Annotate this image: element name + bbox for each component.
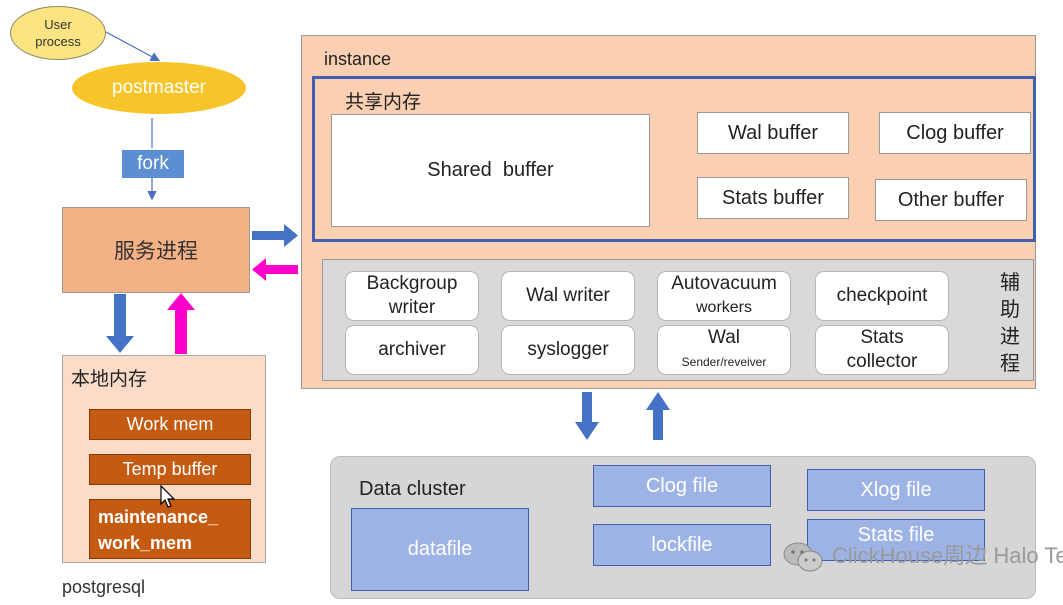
watermark-text: ClickHouse周边 Halo Tech	[832, 543, 1063, 568]
postmaster-label: postmaster	[112, 77, 206, 98]
datafile-box: datafile	[351, 508, 529, 591]
shared-buffer-label: Shared buffer	[427, 159, 554, 181]
clog-file-label: Clog file	[645, 474, 719, 497]
temp-buffer-box: Temp buffer	[89, 454, 251, 485]
stats-collector-label-1: Stats	[860, 327, 904, 348]
user-to-postmaster-arrow	[105, 31, 161, 62]
user-process-label: User process	[35, 17, 81, 49]
maintenance-label-line2: work_mem	[98, 533, 193, 553]
wechat-icon	[783, 542, 823, 572]
autovacuum-label-2: workers	[695, 299, 752, 316]
archiver-label: archiver	[378, 339, 446, 360]
aux-side-char-3: 进	[1000, 326, 1020, 348]
wal-buffer-box: Wal buffer	[697, 112, 849, 154]
wal-writer-box: Wal writer	[501, 271, 635, 321]
maintenance-work-mem-box: maintenance_ work_mem	[89, 499, 251, 559]
instance-to-cluster-arrow	[575, 392, 599, 440]
postgresql-label: postgresql	[62, 577, 146, 597]
backgroup-writer-label-2: writer	[388, 297, 436, 318]
archiver-box: archiver	[345, 325, 479, 375]
autovacuum-label-1: Autovacuum	[671, 273, 777, 294]
mouse-cursor-icon	[160, 484, 176, 508]
stats-buffer-label: Stats buffer	[722, 186, 824, 209]
work-mem-label: Work mem	[126, 414, 214, 434]
autovacuum-workers-box: Autovacuum workers	[657, 271, 791, 321]
aux-processes-box: Backgroup writer Wal writer Autovacuum w…	[322, 259, 1034, 381]
datafile-label: datafile	[407, 538, 473, 560]
wal-sender-receiver-box: Wal Sender/reveiver	[657, 325, 791, 375]
stats-file-box: Stats file	[807, 519, 985, 561]
service-to-instance-arrow	[252, 224, 298, 247]
wal-sender-label-1: Wal	[707, 327, 741, 348]
aux-side-char-2: 助	[1000, 299, 1020, 321]
aux-side-char-4: 程	[1000, 353, 1020, 375]
instance-label: instance	[324, 49, 392, 69]
lockfile-box: lockfile	[593, 524, 771, 566]
clog-buffer-box: Clog buffer	[879, 112, 1031, 154]
local-memory-title: 本地内存	[71, 369, 148, 390]
stats-file-label: Stats file	[857, 524, 935, 546]
stats-buffer-box: Stats buffer	[697, 177, 849, 219]
cluster-to-instance-arrow	[646, 392, 670, 440]
fork-label: fork	[137, 153, 169, 174]
wal-buffer-label: Wal buffer	[727, 121, 819, 144]
fork-label-box: fork	[122, 150, 184, 178]
shared-memory-title: 共享内存	[345, 92, 422, 113]
local-memory-box: 本地内存 Work mem Temp buffer maintenance_ w…	[62, 355, 266, 563]
work-mem-box: Work mem	[89, 409, 251, 440]
service-process-node: 服务进程	[62, 207, 250, 293]
shared-memory-box: 共享内存 Shared buffer Wal buffer Clog buffe…	[312, 76, 1036, 242]
wal-writer-label: Wal writer	[526, 285, 610, 306]
temp-buffer-label: Temp buffer	[122, 459, 218, 479]
other-buffer-label: Other buffer	[897, 188, 1005, 211]
xlog-file-label: Xlog file	[860, 478, 932, 501]
user-process-node: User process	[10, 6, 106, 60]
shared-buffer-box: Shared buffer	[331, 114, 650, 227]
instance-box: instance 共享内存 Shared buffer Wal buffer C…	[301, 35, 1036, 389]
instance-to-service-arrow	[252, 258, 298, 281]
service-to-localmem-arrow	[106, 294, 134, 353]
syslogger-label: syslogger	[527, 339, 609, 360]
postmaster-node: postmaster	[72, 62, 246, 114]
checkpoint-box: checkpoint	[815, 271, 949, 321]
data-cluster-title: Data cluster	[359, 478, 466, 500]
xlog-file-box: Xlog file	[807, 469, 985, 511]
clog-file-box: Clog file	[593, 465, 771, 507]
other-buffer-box: Other buffer	[875, 179, 1027, 221]
aux-processes-side-label: 辅 助 进 程	[995, 270, 1025, 378]
service-process-label: 服务进程	[114, 240, 198, 263]
aux-side-char-1: 辅	[1000, 272, 1020, 294]
lockfile-label: lockfile	[651, 533, 713, 556]
stats-collector-box: Stats collector	[815, 325, 949, 375]
wal-sender-label-2: Sender/reveiver	[681, 355, 767, 369]
clog-buffer-label: Clog buffer	[906, 121, 1004, 144]
stats-collector-label-2: collector	[846, 351, 918, 372]
syslogger-box: syslogger	[501, 325, 635, 375]
backgroup-writer-label-1: Backgroup	[366, 273, 458, 294]
checkpoint-label: checkpoint	[836, 285, 928, 306]
backgroup-writer-box: Backgroup writer	[345, 271, 479, 321]
maintenance-label-line1: maintenance_	[98, 507, 219, 527]
data-cluster-box: Data cluster datafile Clog file Xlog fil…	[330, 456, 1036, 599]
localmem-to-service-arrow	[167, 293, 195, 354]
